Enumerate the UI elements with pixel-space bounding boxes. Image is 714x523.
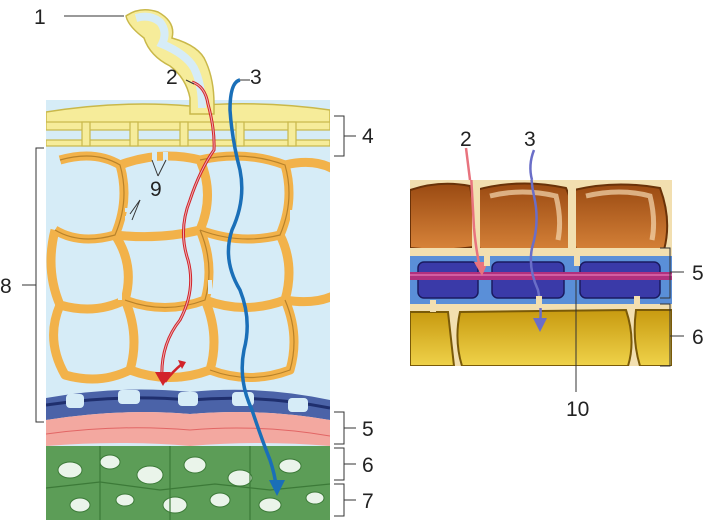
label-2-right: 2: [460, 128, 472, 151]
epidermis-wall: [46, 103, 330, 125]
symplast-arrowhead: [155, 372, 171, 386]
label-5-right: 5: [692, 262, 704, 285]
endodermis-detail: [410, 180, 672, 366]
label-3-right: 3: [524, 128, 536, 151]
detail-cortex-cells: [410, 182, 669, 255]
root-hair: [125, 9, 215, 115]
label-10: 10: [566, 398, 589, 421]
label-5-left: 5: [362, 418, 374, 441]
label-3-left: 3: [250, 66, 262, 89]
detail-pericycle-cells: [410, 304, 672, 366]
apoplast-path: [226, 78, 278, 487]
label-6-left: 6: [362, 454, 374, 477]
root-cross-section: [46, 100, 330, 520]
apoplast-arrowhead: [269, 480, 285, 496]
label-7: 7: [362, 490, 374, 513]
stele: [46, 446, 330, 520]
label-8: 8: [0, 275, 12, 298]
label-2-left: 2: [166, 66, 178, 89]
label-6-right: 6: [692, 326, 704, 349]
label-1: 1: [34, 6, 46, 29]
label-4: 4: [362, 125, 374, 148]
pericycle-layer: [46, 412, 330, 446]
label-9: 9: [150, 178, 162, 201]
